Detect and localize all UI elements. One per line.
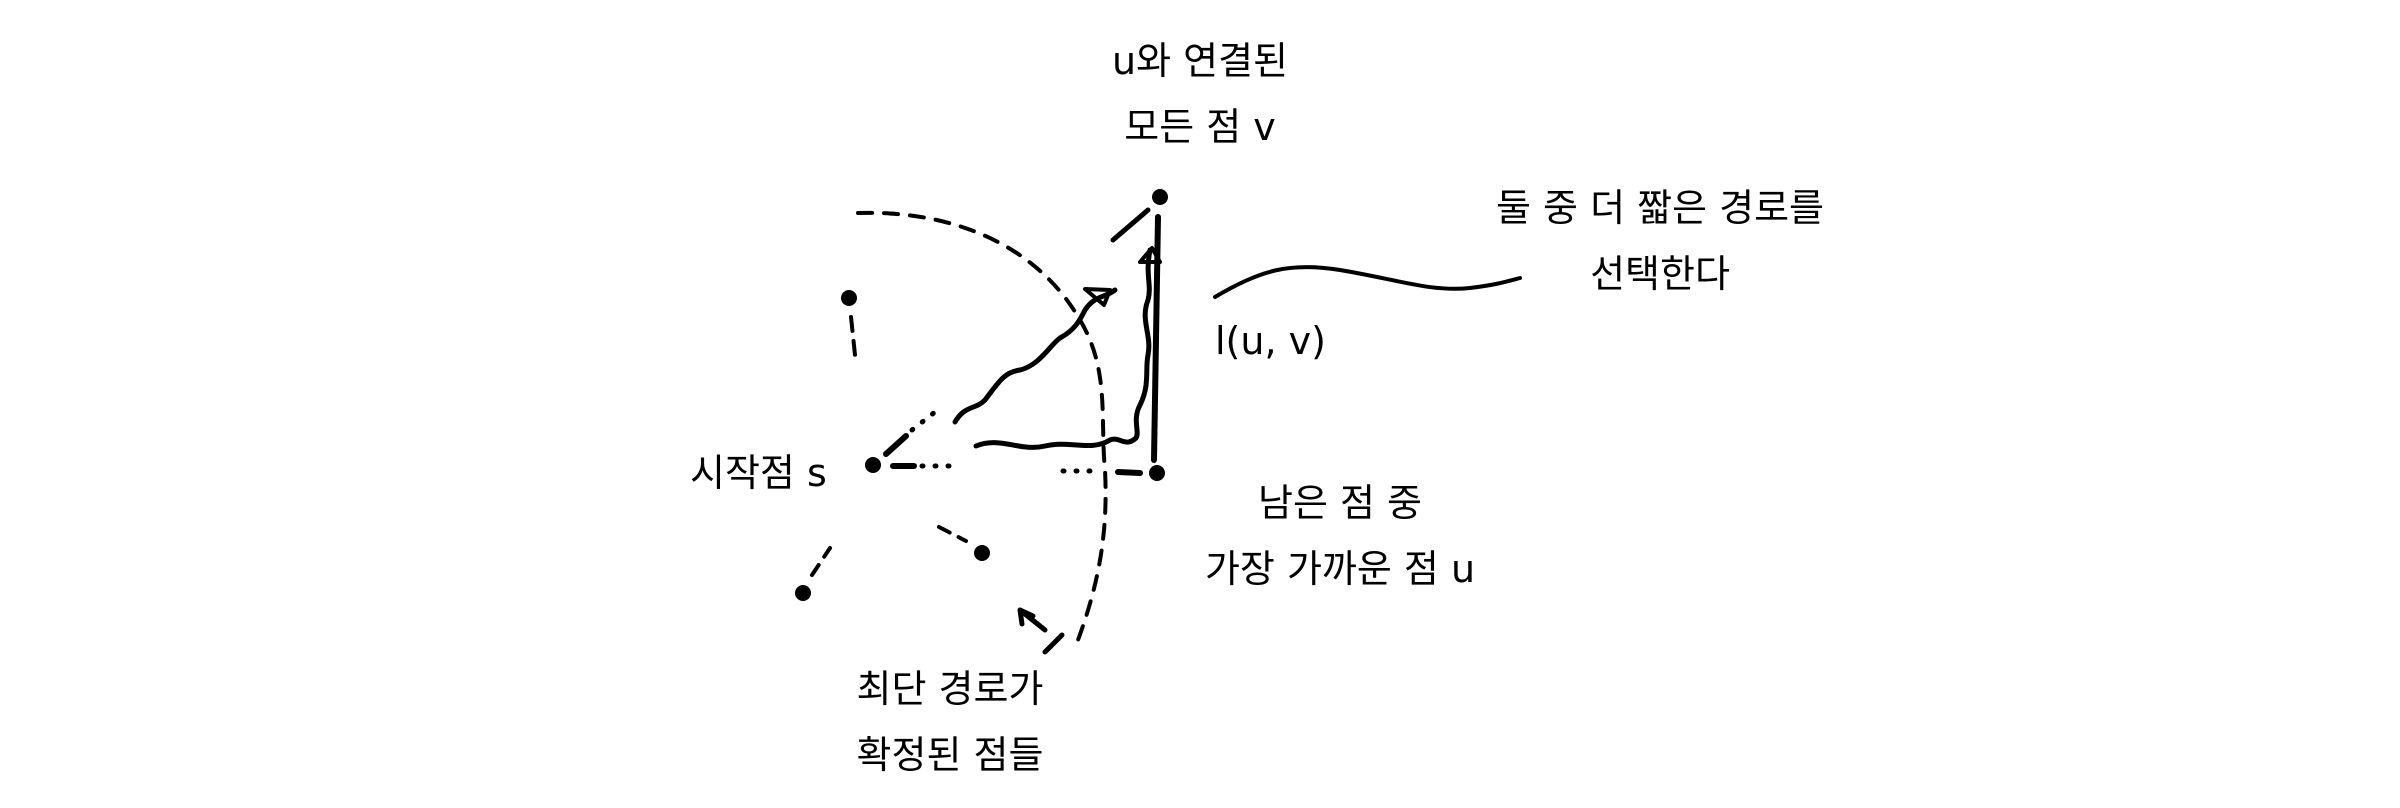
label-neighbors-v-line1: u와 연결된 <box>1111 39 1288 83</box>
label-start-s: 시작점 s <box>690 451 827 495</box>
node-settled-a <box>841 290 857 306</box>
label-closest-u: 남은 점 중 가장 가까운 점 u <box>1170 470 1510 602</box>
arrow-head-s-v <box>1083 287 1112 307</box>
label-choose-line1: 둘 중 더 짧은 경로를 <box>1496 186 1824 230</box>
label-neighbors-v-line2: 모든 점 v <box>1124 105 1276 149</box>
label-edge-weight: l(u, v) <box>1215 319 1326 363</box>
label-settled-line2: 확정된 점들 <box>856 733 1044 777</box>
edge-stub-v <box>1110 207 1151 243</box>
label-choose-shorter: 둘 중 더 짧은 경로를 선택한다 <box>1470 175 1850 307</box>
edge-stub-s-up <box>883 433 909 457</box>
shortest-path-s-to-v <box>952 287 1118 425</box>
edge-stub-u-left <box>1115 469 1143 476</box>
arrow-head-u-v <box>1138 246 1162 264</box>
edge-stub-b <box>810 546 832 577</box>
label-choose-line2: 선택한다 <box>1590 252 1730 296</box>
settled-boundary-arc <box>856 210 1108 642</box>
settled-callout-arrow <box>1017 607 1065 655</box>
choose-callout-line <box>1213 265 1522 299</box>
node-settled-c <box>974 545 990 561</box>
label-neighbors-v: u와 연결된 모든 점 v <box>1080 28 1320 160</box>
edge-stub-a <box>849 315 857 357</box>
edge-stub-c <box>937 525 968 543</box>
dotted-s-up <box>909 409 938 433</box>
label-closest-u-line2: 가장 가까운 점 u <box>1204 547 1476 591</box>
node-v <box>1152 189 1168 205</box>
label-closest-u-line1: 남은 점 중 <box>1258 481 1422 525</box>
label-settled-nodes: 최단 경로가 확정된 점들 <box>830 656 1070 788</box>
node-u <box>1149 465 1165 481</box>
node-settled-b <box>795 585 811 601</box>
label-settled-line1: 최단 경로가 <box>856 667 1044 711</box>
shortest-path-s-to-u <box>973 247 1153 450</box>
node-s <box>865 457 881 473</box>
